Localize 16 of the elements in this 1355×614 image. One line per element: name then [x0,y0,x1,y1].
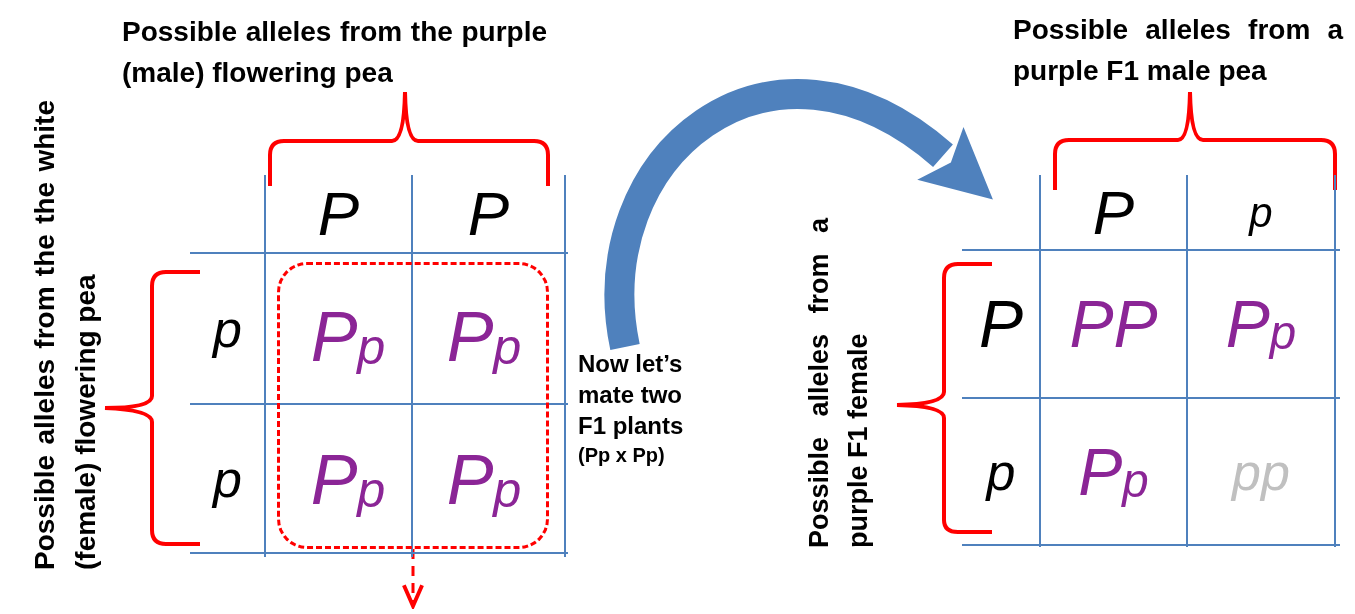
heading-text: Possible alleles from the purple (male) flowering pea [122,15,547,90]
heading-text: Possible alleles from the the white (female) flowering pea [28,100,102,570]
dashed-outline [277,262,549,549]
punnett-square [190,175,568,557]
allele-label: P [467,183,510,245]
allele-label: P [317,183,360,245]
allele-label: P [1092,181,1135,244]
allele-label: P [979,291,1023,357]
note-text: (Pp x Pp) [578,442,666,468]
allele-label: p [1249,191,1273,234]
dashed-arrow [401,549,425,608]
heading-text: Possible alleles from a purple F1 male pea [1013,13,1343,88]
note-text: Now let’s mate two F1 plants [578,349,685,442]
heading-text: Possible alleles from a purple F1 female [803,218,875,548]
punnett-square [962,175,1340,547]
genotype-label: PP [1069,291,1158,357]
